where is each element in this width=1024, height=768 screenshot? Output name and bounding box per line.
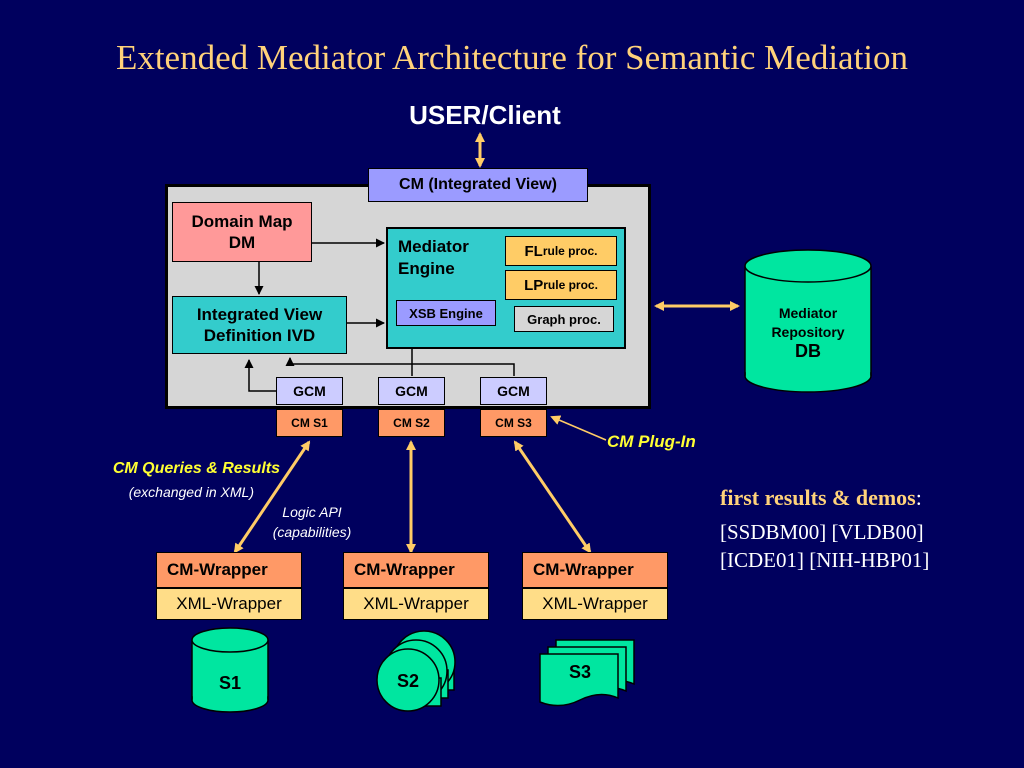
cm-plugin-label: CM Plug-In [607, 432, 696, 451]
xml-wrapper-2: XML-Wrapper [343, 588, 489, 620]
logic-api-line1: Logic API [282, 504, 342, 520]
wrapper1-arrow [233, 440, 311, 554]
references-line2: [ICDE01] [NIH-HBP01] [720, 548, 930, 572]
logic-api-label: Logic API (capabilities) [262, 502, 362, 542]
cm-wrapper-3: CM-Wrapper [522, 552, 668, 588]
first-results-heading: first results & demos: [720, 485, 922, 511]
gcm-box-2: GCM [378, 377, 445, 405]
plugin-pointer [550, 415, 607, 441]
cm-wrapper-1: CM-Wrapper [156, 552, 302, 588]
s2-label: S2 [396, 671, 420, 691]
mediator-engine-line2: Engine [398, 259, 455, 278]
first-results-colon: : [915, 485, 922, 510]
mediator-engine-line1: Mediator [398, 237, 469, 256]
first-results-label: first results & demos [720, 485, 916, 510]
fl-rule-proc-box: FL rule proc. [505, 236, 617, 266]
graph-proc-box: Graph proc. [514, 306, 614, 332]
xml-wrapper-3: XML-Wrapper [522, 588, 668, 620]
domain-map-box: Domain Map DM [172, 202, 312, 262]
lp-rule-strong: LP [524, 276, 544, 294]
cm-queries-label: CM Queries & Results [112, 460, 280, 477]
fl-rule-strong: FL [524, 242, 543, 260]
references-list: [SSDBM00] [VLDB00] [ICDE01] [NIH-HBP01] [720, 518, 929, 574]
xsb-engine-box: XSB Engine [396, 300, 496, 326]
gcm-box-3: GCM [480, 377, 547, 405]
references-line1: [SSDBM00] [VLDB00] [720, 520, 924, 544]
s1-database-icon [191, 627, 269, 713]
s1-label: S1 [218, 673, 242, 693]
s3-label: S3 [568, 662, 592, 682]
cm-s3-box: CM S3 [480, 409, 547, 437]
repository-line1: Mediator [778, 305, 838, 321]
integrated-view-definition-box: Integrated View Definition IVD [172, 296, 347, 354]
mediator-engine-label: Mediator Engine [398, 236, 498, 280]
ivd-line1: Integrated View [196, 305, 323, 324]
s3-documents-icon [539, 639, 635, 707]
domain-map-line1: Domain Map [191, 212, 293, 231]
domain-map-line2: DM [228, 233, 256, 252]
s2-stacked-disks-icon [376, 630, 456, 712]
gcm1-to-ivd-arrow [244, 359, 276, 392]
cm-s1-box: CM S1 [276, 409, 343, 437]
repository-cylinder [744, 249, 872, 393]
cm-wrapper-2: CM-Wrapper [343, 552, 489, 588]
cm-queries-sub-label: (exchanged in XML) [128, 484, 254, 500]
cm-integrated-view-box: CM (Integrated View) [368, 168, 588, 202]
page-title: Extended Mediator Architecture for Seman… [115, 38, 909, 77]
ivd-line2: Definition IVD [203, 326, 316, 345]
lp-rule-rest: rule proc. [543, 278, 598, 292]
gcm3-to-ivd-arrow [285, 357, 515, 376]
cm-s2-box: CM S2 [378, 409, 445, 437]
lp-rule-proc-box: LP rule proc. [505, 270, 617, 300]
xml-wrapper-1: XML-Wrapper [156, 588, 302, 620]
repository-label: Mediator Repository DB [745, 304, 871, 361]
repository-line3: DB [795, 341, 821, 361]
repository-line2: Repository [771, 324, 845, 340]
wrapper3-arrow [513, 440, 592, 554]
logic-api-line2: (capabilities) [272, 524, 352, 540]
user-client-label: USER/Client [409, 100, 561, 130]
gcm-box-1: GCM [276, 377, 343, 405]
fl-rule-rest: rule proc. [542, 244, 598, 258]
